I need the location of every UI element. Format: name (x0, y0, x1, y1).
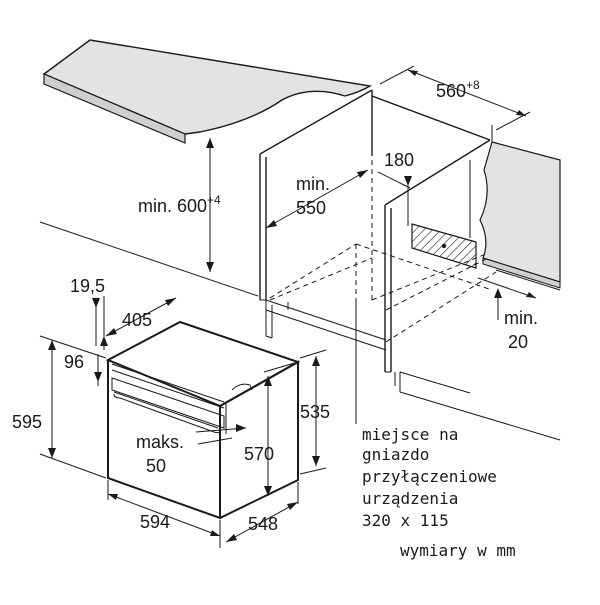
floor-line-left (39, 221, 259, 297)
dim-front-panel-label: 19,5 (70, 276, 105, 296)
dim-front-panel (92, 296, 108, 350)
dim-min-depth-line2: 550 (296, 198, 326, 218)
note-line-1: miejsce na (362, 425, 458, 444)
units-note: wymiary w mm (400, 541, 516, 560)
dim-handle-depth (105, 297, 177, 337)
niche-back-panel (259, 89, 561, 441)
dim-oven-width (107, 480, 221, 548)
dim-max-protrusion-line2: 50 (146, 456, 166, 476)
dim-min-gap-line1: min. (504, 308, 538, 328)
dim-door-height-label: 96 (64, 352, 84, 372)
dim-max-protrusion (195, 424, 247, 445)
dim-oven-height (39, 335, 107, 479)
note-line-5: 320 x 115 (362, 511, 449, 530)
dim-niche-width (379, 65, 531, 131)
socket-area (411, 160, 477, 269)
oven (105, 320, 301, 520)
socket-note: miejsce na gniazdo przyłączeniowe urządz… (362, 425, 516, 560)
niche-left-panel (259, 154, 387, 351)
dim-cutout-label: 180 (384, 150, 414, 170)
dim-min-height-label: min. 600+4 (138, 193, 221, 216)
dim-cutout (377, 171, 412, 226)
dim-oven-depth (225, 482, 299, 543)
dim-min-depth (265, 169, 369, 229)
dim-oven-depth-label: 548 (248, 514, 278, 534)
dim-handle-depth-label: 405 (122, 310, 152, 330)
dim-body-height-label: 535 (300, 402, 330, 422)
note-line-2: gniazdo (362, 445, 429, 464)
dim-oven-height-label: 595 (12, 412, 42, 432)
dim-min-gap (477, 277, 537, 320)
right-cabinet (479, 125, 561, 291)
dim-inner-height (264, 376, 272, 496)
note-line-3: przyłączeniowe (362, 467, 497, 486)
dim-body-height (299, 349, 327, 475)
note-line-4: urządzenia (362, 489, 458, 508)
dim-min-depth-line1: min. (296, 174, 330, 194)
dim-door-height (94, 354, 102, 386)
dim-oven-width-label: 594 (140, 512, 170, 532)
dim-min-gap-line2: 20 (508, 332, 528, 352)
dim-min-height (206, 138, 214, 272)
dim-inner-height-label: 570 (244, 444, 274, 464)
worktop (42, 39, 372, 144)
dim-niche-width-label: 560+8 (436, 78, 480, 101)
dim-max-protrusion-line1: maks. (136, 432, 184, 452)
